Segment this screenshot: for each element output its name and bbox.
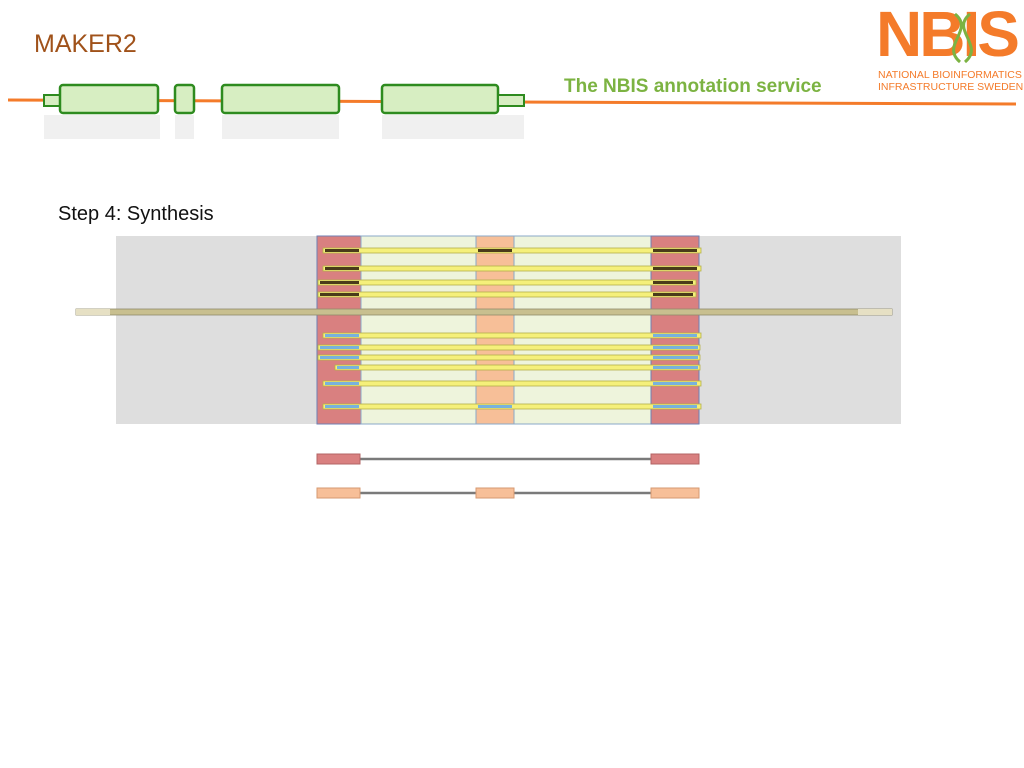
gene-model-exon <box>316 453 361 465</box>
evidence-exon-mark <box>325 382 359 385</box>
header-utr-right <box>497 94 525 107</box>
logo-helix-icon <box>952 12 973 64</box>
evidence-exon-mark <box>325 334 359 337</box>
logo-subtitle-line2: INFRASTRUCTURE SWEDEN <box>878 81 1024 93</box>
evidence-exon-mark <box>653 281 693 284</box>
evidence-exon-mark <box>653 382 697 385</box>
evidence-exon-mark <box>653 267 697 270</box>
contig-end-left <box>76 309 110 315</box>
evidence-exon-mark <box>653 293 693 296</box>
evidence-exon-mark <box>653 249 697 252</box>
evidence-track <box>317 344 701 351</box>
gene-model-1 <box>316 453 700 465</box>
evidence-exon-mark <box>478 249 512 252</box>
slide-title: MAKER2 <box>34 30 137 58</box>
evidence-exon-mark <box>478 405 512 408</box>
evidence-track <box>322 332 702 339</box>
logo-subtitle-line1: NATIONAL BIOINFORMATICS <box>878 69 1022 81</box>
nbis-logo: NBIS <box>876 0 1020 70</box>
evidence-track <box>317 354 701 361</box>
intron-column-1 <box>360 235 477 425</box>
evidence-track <box>317 279 697 286</box>
evidence-track <box>334 364 701 371</box>
gene-model-exon <box>650 487 700 499</box>
intron-column-2 <box>513 235 652 425</box>
evidence-exon-mark <box>320 281 359 284</box>
gene-model-exon <box>316 487 361 499</box>
evidence-exon-mark <box>653 334 697 337</box>
evidence-track <box>317 291 697 298</box>
step-title: Step 4: Synthesis <box>58 203 214 225</box>
evidence-exon-mark <box>325 249 359 252</box>
header-reflection-3 <box>222 115 339 139</box>
evidence-track <box>322 380 702 387</box>
contig-bar <box>75 308 893 316</box>
genomic-contig <box>75 308 893 316</box>
evidence-exon-mark <box>653 356 698 359</box>
evidence-exon-mark <box>325 405 359 408</box>
evidence-exon-mark <box>653 346 698 349</box>
header-reflection-1 <box>44 115 160 139</box>
evidence-exon-mark <box>337 366 359 369</box>
header-exon-1 <box>58 83 160 115</box>
evidence-exon-mark <box>653 405 697 408</box>
evidence-exon-mark <box>320 293 359 296</box>
header-reflection-4 <box>382 115 524 139</box>
header-exon-3 <box>220 83 341 115</box>
header-exon-4 <box>380 83 500 115</box>
evidence-exon-mark <box>320 346 359 349</box>
evidence-tracks-upper <box>317 247 702 298</box>
gene-model-exon <box>650 453 700 465</box>
evidence-tracks-lower <box>317 332 702 410</box>
exon-column-1 <box>316 235 362 425</box>
exon-column-3 <box>650 235 700 425</box>
gene-model-exon <box>475 487 515 499</box>
evidence-exon-mark <box>320 356 359 359</box>
synthesis-panel <box>116 235 901 425</box>
evidence-exon-mark <box>325 267 359 270</box>
evidence-track <box>322 265 702 272</box>
exon-column-2 <box>475 235 515 425</box>
contig-end-right <box>858 309 892 315</box>
gene-model-2 <box>316 487 700 499</box>
tagline: The NBIS annotation service <box>564 76 822 97</box>
header-reflection-2 <box>175 115 194 139</box>
evidence-exon-mark <box>653 366 698 369</box>
header-gene-graphic <box>7 83 1017 139</box>
header-exon-2 <box>173 83 196 115</box>
